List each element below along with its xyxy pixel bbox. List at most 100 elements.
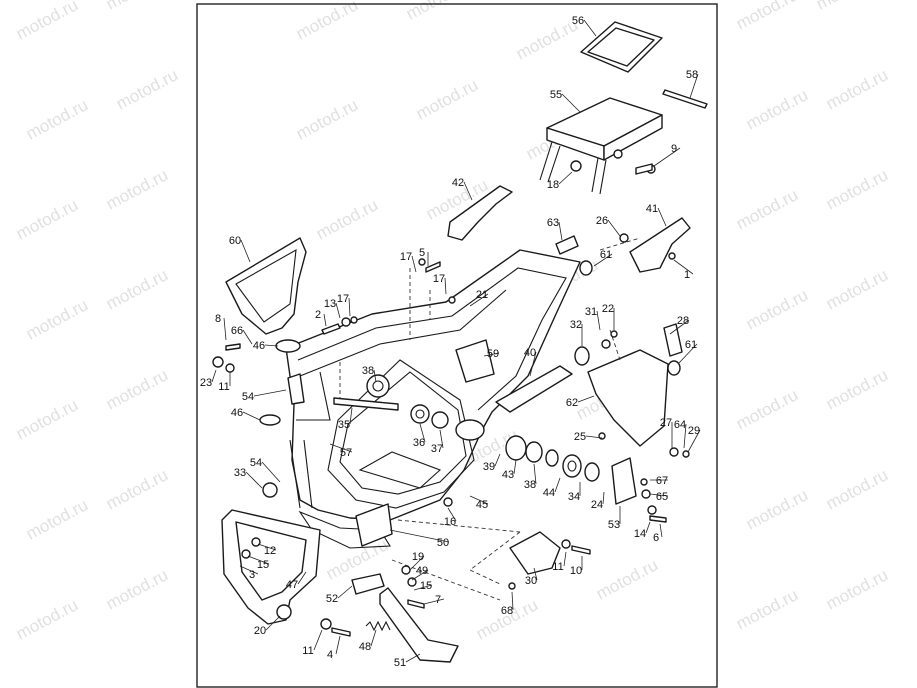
watermark-text: motod.ru (103, 365, 171, 413)
callout-label-c59: 59 (487, 348, 499, 360)
callout-leader (337, 585, 353, 599)
callout-label-c13: 13 (324, 298, 336, 310)
callout-leader (607, 219, 621, 237)
callout-label-c5: 5 (419, 247, 425, 259)
callout-leader (245, 471, 263, 489)
callout-label-c67: 67 (656, 475, 668, 487)
callout-label-c18: 18 (547, 179, 559, 191)
callout-label-c55: 55 (550, 89, 562, 101)
watermark-text: motod.ru (823, 565, 891, 613)
callout-label-c15a: 15 (257, 559, 269, 571)
callout-leader (561, 93, 581, 113)
callout-leader (419, 423, 426, 443)
callout-label-c34: 34 (568, 491, 580, 503)
part-main-frame (285, 249, 581, 549)
part-lever (351, 573, 385, 595)
callout-leader (558, 171, 573, 185)
callout-label-c30: 30 (525, 575, 537, 587)
callout-label-c41: 41 (646, 203, 658, 215)
part-axle (333, 397, 399, 411)
callout-label-c44: 44 (543, 487, 555, 499)
callout-label-c9: 9 (671, 143, 677, 155)
callout-label-c11c: 11 (302, 645, 313, 657)
watermark-text: motod.ru (313, 195, 381, 243)
part-small-bracket (287, 373, 305, 405)
watermark-text: motod.ru (103, 265, 171, 313)
callout-label-c48: 48 (359, 641, 371, 653)
callout-leader (533, 567, 538, 581)
callout-leader (257, 543, 277, 551)
callout-label-c66: 66 (231, 325, 243, 337)
callout-leader (423, 598, 445, 605)
callout-leader (583, 19, 597, 37)
callout-label-c49: 49 (416, 565, 428, 577)
callout-label-c64: 64 (674, 419, 686, 431)
watermark-text: motod.ru (13, 595, 81, 643)
watermark-text: motod.ru (13, 195, 81, 243)
callout-leader (593, 253, 613, 267)
callout-leader (683, 423, 687, 449)
callout-leader (348, 297, 351, 317)
callout-leader (645, 521, 651, 534)
part-nut (276, 604, 292, 620)
part-spring (365, 620, 391, 632)
part-frame-rear-section (455, 339, 495, 383)
callout-label-c35: 35 (338, 419, 350, 431)
part-bearing-stack (366, 374, 600, 482)
callout-leader (413, 584, 433, 591)
callout-leader (247, 555, 270, 565)
callout-label-c52: 52 (326, 593, 338, 605)
callout-label-c42: 42 (452, 177, 464, 189)
callout-leader (329, 443, 353, 453)
callout-label-c3: 3 (249, 569, 255, 581)
callout-label-c8: 8 (215, 313, 221, 325)
watermark-text: motod.ru (113, 65, 181, 113)
part-seal-lower (259, 414, 281, 426)
part-pin (663, 323, 683, 357)
callout-leader (444, 277, 447, 295)
callout-leader (596, 310, 601, 331)
callout-leader (349, 407, 353, 425)
callout-label-c56: 56 (572, 15, 584, 27)
watermark-text: motod.ru (103, 565, 171, 613)
watermark-text: motod.ru (413, 75, 481, 123)
part-rear-link (495, 365, 573, 413)
callout-label-c61a: 61 (600, 249, 612, 261)
watermark-text: motod.ru (743, 85, 811, 133)
callout-label-c51: 51 (394, 657, 406, 669)
part-seal-upper (275, 339, 301, 353)
callout-leader (264, 344, 279, 347)
callout-label-c22: 22 (602, 303, 614, 315)
assembly-lines (339, 237, 641, 601)
part-brake-pedal (379, 587, 459, 663)
callout-leader (439, 429, 444, 449)
part-skid-plate (355, 503, 393, 547)
part-cover (509, 531, 561, 575)
callout-label-c37: 37 (431, 443, 443, 455)
callout-leader (649, 493, 669, 497)
callout-leader (653, 147, 681, 167)
callout-leader (533, 463, 537, 485)
callout-leader (687, 429, 701, 453)
watermark-text: motod.ru (823, 465, 891, 513)
watermark-text: motod.ru (743, 285, 811, 333)
callout-leader (405, 653, 421, 663)
callout-label-c11b: 11 (552, 561, 563, 573)
callout-label-c54a: 54 (242, 391, 254, 403)
part-mount-plate (611, 457, 637, 505)
callout-label-c27: 27 (660, 417, 672, 429)
callout-leader (469, 293, 489, 307)
callout-label-c43: 43 (502, 469, 514, 481)
callout-label-c1: 1 (684, 269, 690, 281)
part-rod (662, 89, 708, 109)
callout-label-c61b: 61 (685, 339, 697, 351)
watermark-text: motod.ru (813, 0, 881, 14)
callout-leader (602, 491, 605, 505)
callout-leader (558, 221, 563, 241)
callout-leader (242, 329, 253, 345)
callout-leader (529, 351, 537, 377)
part-frame-rail-upper (447, 185, 513, 241)
callout-leader (463, 181, 473, 201)
part-sleeve (555, 235, 579, 255)
